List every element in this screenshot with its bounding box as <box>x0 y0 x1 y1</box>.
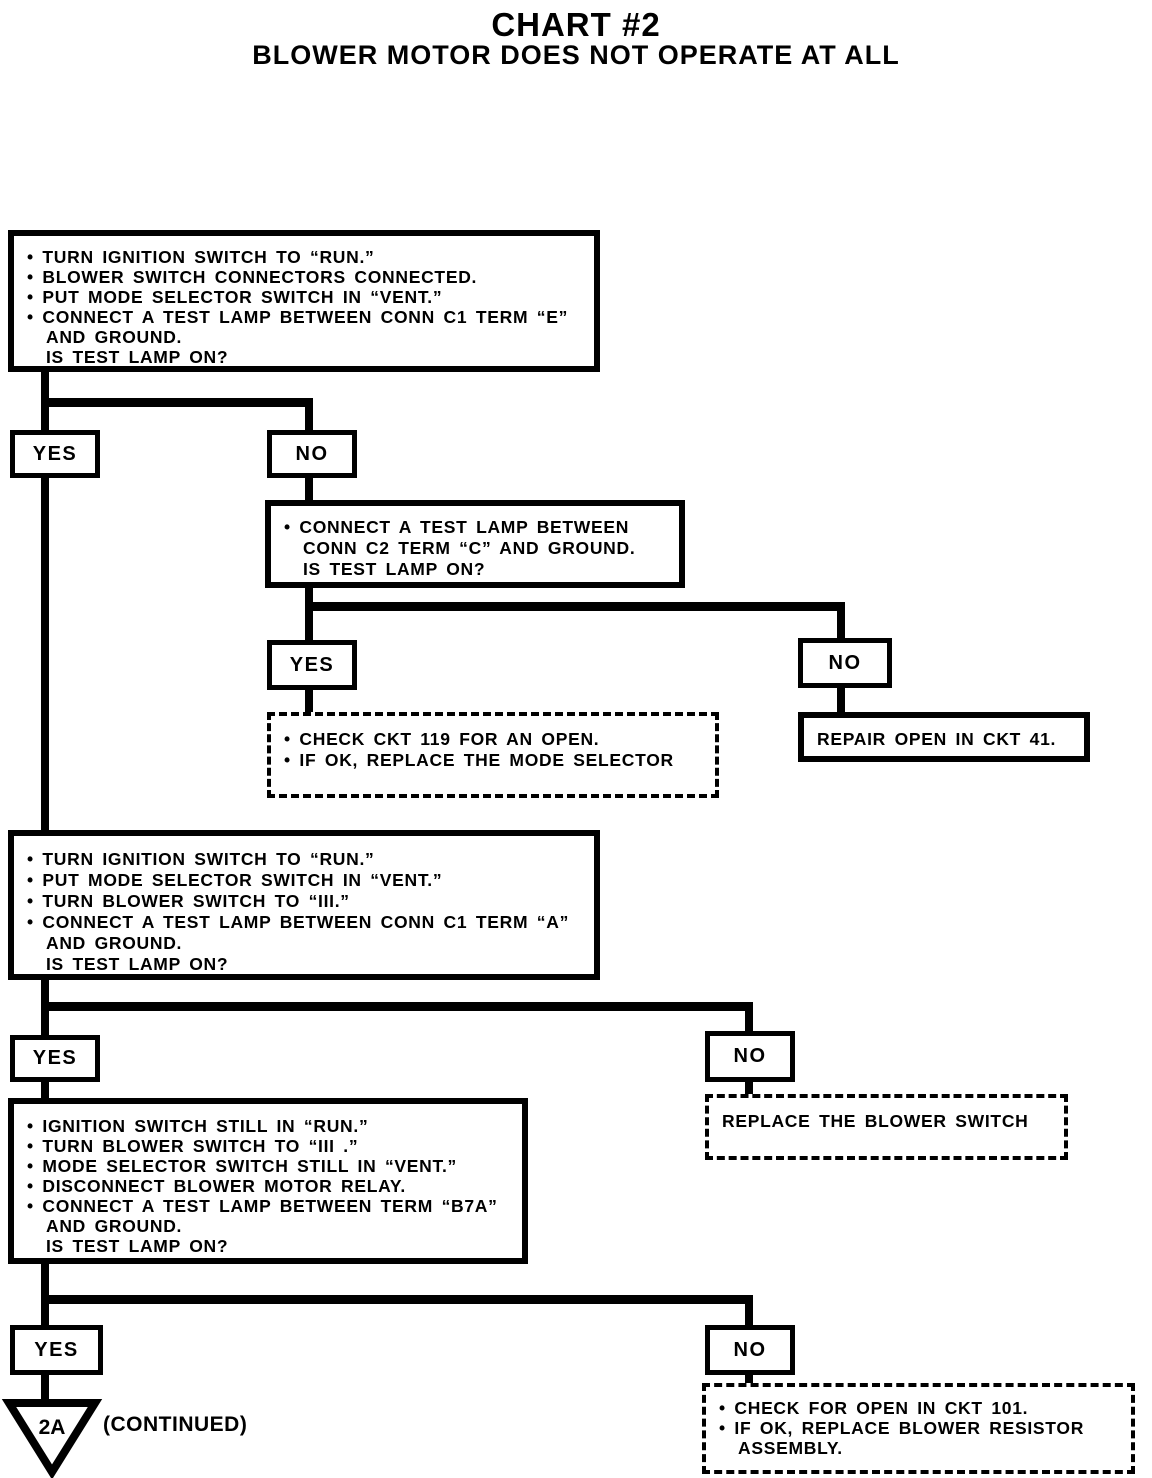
step1-line: • BLOWER SWITCH CONNECTORS CONNECTED. <box>27 267 478 287</box>
connector-split2-bar <box>305 602 843 611</box>
step3-line: AND GROUND. <box>46 933 183 953</box>
decision-no-4: NO <box>705 1325 795 1375</box>
check-ckt101-line: • CHECK FOR OPEN IN CKT 101. <box>719 1398 1029 1418</box>
step4-line: • MODE SELECTOR SWITCH STILL IN “VENT.” <box>27 1156 457 1176</box>
connector-split1-no-stub <box>305 398 313 432</box>
step2-line: • CONNECT A TEST LAMP BETWEEN <box>284 517 630 537</box>
result-replace-blower-switch: REPLACE THE BLOWER SWITCH <box>705 1094 1068 1160</box>
step3-line: IS TEST LAMP ON? <box>46 954 229 974</box>
step-box-2: • CONNECT A TEST LAMP BETWEEN CONN C2 TE… <box>265 500 685 588</box>
repair-ckt41-text: REPAIR OPEN IN CKT 41. <box>817 729 1057 749</box>
connector-split4-bar <box>41 1295 753 1304</box>
connector-split4-no-stub <box>745 1295 753 1327</box>
step2-line: CONN C2 TERM “C” AND GROUND. <box>303 538 636 558</box>
step3-line: • TURN IGNITION SWITCH TO “RUN.” <box>27 849 375 869</box>
decision-yes-2: YES <box>267 640 357 690</box>
step1-line: IS TEST LAMP ON? <box>46 347 229 367</box>
decision-no-3: NO <box>705 1031 795 1082</box>
triangle-shape <box>1 1399 103 1478</box>
step4-line: IS TEST LAMP ON? <box>46 1236 229 1256</box>
connector-no4-down <box>745 1372 753 1385</box>
check-ckt101-line: • IF OK, REPLACE BLOWER RESISTOR <box>719 1418 1085 1438</box>
offpage-connector-label: 2A <box>39 1416 66 1439</box>
step1-line: • CONNECT A TEST LAMP BETWEEN CONN C1 TE… <box>27 307 569 327</box>
step3-line: • PUT MODE SELECTOR SWITCH IN “VENT.” <box>27 870 443 890</box>
step3-line: • TURN BLOWER SWITCH TO “III.” <box>27 891 350 911</box>
connector-step2-down <box>305 587 313 642</box>
step4-line: • CONNECT A TEST LAMP BETWEEN TERM “B7A” <box>27 1196 498 1216</box>
decision-no-2: NO <box>798 638 892 688</box>
step-box-4: • IGNITION SWITCH STILL IN “RUN.” • TURN… <box>8 1098 528 1264</box>
step1-line: • TURN IGNITION SWITCH TO “RUN.” <box>27 247 375 267</box>
step1-line: • PUT MODE SELECTOR SWITCH IN “VENT.” <box>27 287 443 307</box>
step-box-1: • TURN IGNITION SWITCH TO “RUN.” • BLOWE… <box>8 230 600 372</box>
offpage-connector-triangle: 2A <box>1 1399 103 1478</box>
step1-line: AND GROUND. <box>46 327 183 347</box>
check-ckt119-line: • IF OK, REPLACE THE MODE SELECTOR <box>284 750 674 770</box>
connector-no3-down <box>745 1080 753 1096</box>
connector-yes4-down <box>41 1372 49 1405</box>
result-check-ckt101: • CHECK FOR OPEN IN CKT 101. • IF OK, RE… <box>702 1383 1135 1474</box>
connector-yes2-down <box>305 687 313 714</box>
connector-yes1-to-step3 <box>41 476 49 832</box>
step4-line: AND GROUND. <box>46 1216 183 1236</box>
check-ckt119-line: • CHECK CKT 119 FOR AN OPEN. <box>284 729 600 749</box>
step4-line: • IGNITION SWITCH STILL IN “RUN.” <box>27 1116 369 1136</box>
connector-step4-down <box>41 1262 49 1327</box>
connector-no2-down <box>837 685 845 714</box>
check-ckt101-line: ASSEMBLY. <box>738 1438 843 1458</box>
step2-line: IS TEST LAMP ON? <box>303 559 486 579</box>
step4-line: • DISCONNECT BLOWER MOTOR RELAY. <box>27 1176 406 1196</box>
connector-split1-bar <box>41 398 313 407</box>
connector-split3-no-stub <box>745 1002 753 1033</box>
decision-yes-3: YES <box>10 1035 100 1082</box>
chart-subtitle: BLOWER MOTOR DOES NOT OPERATE AT ALL <box>252 40 900 70</box>
continued-label: (CONTINUED) <box>103 1413 248 1436</box>
replace-blower-switch-text: REPLACE THE BLOWER SWITCH <box>722 1111 1029 1131</box>
connector-no1-to-step2 <box>305 476 313 502</box>
chart-title: CHART #2 <box>491 6 661 43</box>
result-check-ckt119: • CHECK CKT 119 FOR AN OPEN. • IF OK, RE… <box>267 712 719 798</box>
result-repair-ckt41: REPAIR OPEN IN CKT 41. <box>798 712 1090 762</box>
connector-split2-no-stub <box>837 602 845 640</box>
step-box-3: • TURN IGNITION SWITCH TO “RUN.” • PUT M… <box>8 830 600 980</box>
step3-line: • CONNECT A TEST LAMP BETWEEN CONN C1 TE… <box>27 912 570 932</box>
decision-yes-1: YES <box>10 430 100 478</box>
connector-yes3-to-step4 <box>41 1080 49 1100</box>
decision-no-1: NO <box>267 430 357 478</box>
connector-split3-bar <box>41 1002 753 1011</box>
step4-line: • TURN BLOWER SWITCH TO “III .” <box>27 1136 359 1156</box>
decision-yes-4: YES <box>10 1325 103 1375</box>
